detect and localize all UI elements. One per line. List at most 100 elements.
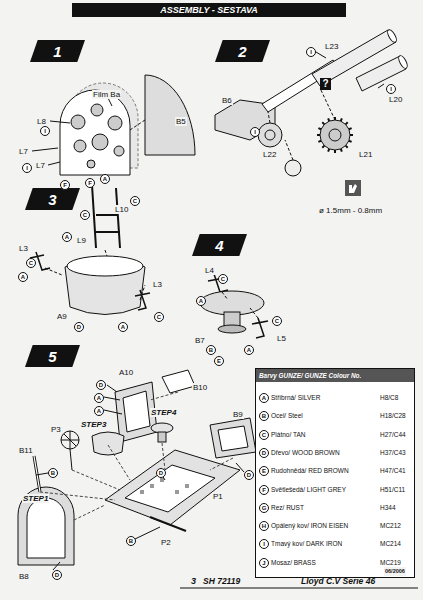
step-number: 5 (25, 345, 80, 367)
callout-letter: A (62, 232, 72, 242)
question-mark-box: ? (320, 78, 331, 90)
part-number: B8 (18, 572, 30, 581)
colour-code: H18/C28 (380, 412, 406, 420)
callout-letter: A (244, 345, 254, 355)
part-number: A9 (56, 312, 68, 321)
part-number: L22 (262, 150, 277, 159)
callout-letter: C (259, 430, 269, 440)
footer-text: Lloyd C.V Serie 46 (300, 577, 376, 586)
legend-entry: Rudohnědá/ RED BROWN (271, 467, 349, 475)
step-number: 1 (30, 40, 85, 62)
callout-letter: E (214, 356, 224, 366)
gear-tooth (349, 128, 352, 129)
callout-letter: A (118, 322, 128, 332)
part-number: Film Ba (92, 90, 121, 99)
part-number: B10 (192, 383, 208, 392)
colour-code: MC214 (380, 540, 401, 548)
callout-letter: C (272, 316, 282, 326)
colour-code: H8/C8 (380, 394, 398, 402)
legend-entry: Plátno/ TAN (271, 431, 305, 439)
colour-code: MC219 (380, 559, 401, 567)
colour-code: H47/C41 (380, 467, 406, 475)
part-number: B11 (18, 446, 34, 455)
part-number: L7 (18, 147, 29, 156)
step-text: 3 (48, 191, 56, 208)
legend-entry: Mosaz/ BRASS (271, 559, 316, 567)
part-number: A10 (118, 368, 134, 377)
legend-heading: Barvy GUNZE/ GUNZE Colour No. (256, 369, 414, 382)
part-number: L20 (388, 95, 403, 104)
callout-letter: D (156, 468, 166, 478)
part-number: P1 (212, 492, 224, 501)
legend-entry: Rez/ RUST (271, 504, 304, 512)
step-text: 1 (53, 43, 61, 60)
part-number: B5 (175, 117, 187, 126)
callout-letter: A (18, 272, 28, 282)
step-text: 2 (238, 43, 246, 60)
colour-code: H344 (380, 504, 396, 512)
step-text: 5 (48, 348, 56, 365)
gear-tooth (318, 141, 321, 142)
callout-letter: A (94, 393, 104, 403)
gear-tooth (341, 118, 342, 121)
part-number: P2 (160, 538, 172, 547)
callout-letter: C (26, 258, 36, 268)
part-number: STEP1 (22, 494, 49, 503)
callout-letter: I (386, 84, 396, 94)
step-number: 4 (192, 234, 247, 256)
step-number: 2 (215, 40, 270, 62)
callout-letter: C (154, 312, 164, 322)
callout-letter: I (250, 127, 260, 137)
callout-letter: C (130, 196, 140, 206)
title-bar: ASSEMBLY - SESTAVA (72, 3, 346, 17)
colour-code: H37/C43 (380, 449, 406, 457)
part-number: STEP3 (80, 420, 107, 429)
gear-tooth (328, 118, 329, 121)
colour-code: MC212 (380, 522, 401, 530)
part-number: L21 (358, 150, 373, 159)
callout-letter: A (94, 406, 104, 416)
legend-entry: Světlešedá/ LIGHT GREY (271, 486, 346, 494)
callout-letter: F (60, 180, 70, 190)
part-number: L23 (324, 42, 339, 51)
legend-entry: Tmavý kov/ DARK IRON (271, 540, 342, 548)
callout-letter: J (259, 558, 269, 568)
date-text: 06/2006 (384, 567, 406, 576)
callout-letter: A (259, 393, 269, 403)
legend-entry: Ocel/ Steel (271, 412, 303, 420)
callout-letter: D (52, 570, 62, 580)
callout-letter: F (259, 485, 269, 495)
step-text: 4 (215, 237, 223, 254)
callout-letter: I (306, 47, 316, 57)
part-number: B6 (221, 96, 233, 105)
callout-letter: I (40, 126, 50, 136)
colour-code: H51/C11 (380, 486, 405, 494)
part-number: L5 (276, 334, 287, 343)
callout-letter: B (48, 468, 58, 478)
part-number: L3 (152, 280, 163, 289)
legend-entry: Stříbrná/ SILVER (271, 394, 320, 402)
callout-letter: D (244, 470, 254, 480)
part-number: L4 (204, 266, 215, 275)
callout-letter: G (259, 503, 269, 513)
part-number: L10 (114, 205, 129, 214)
step-number: 3 (25, 188, 80, 210)
callout-letter: C (80, 210, 90, 220)
part-number: L7 (35, 161, 46, 170)
gear-tooth (334, 117, 336, 120)
callout-letter: F (85, 178, 95, 188)
callout-letter: B (126, 536, 136, 546)
gear-tooth (318, 128, 321, 129)
gear-tooth (346, 146, 348, 148)
gear-tooth (349, 141, 352, 142)
gear-tooth (322, 146, 324, 148)
part-number: STEP4 (150, 408, 177, 417)
colour-code: H27/C44 (380, 431, 406, 439)
gear-tooth (322, 122, 324, 124)
part-number: B7 (194, 336, 206, 345)
callout-letter: D (96, 380, 106, 390)
gear-tooth (350, 134, 353, 136)
part-number: L9 (76, 236, 87, 245)
callout-letter: B (206, 345, 216, 355)
callout-letter: C (218, 274, 228, 284)
